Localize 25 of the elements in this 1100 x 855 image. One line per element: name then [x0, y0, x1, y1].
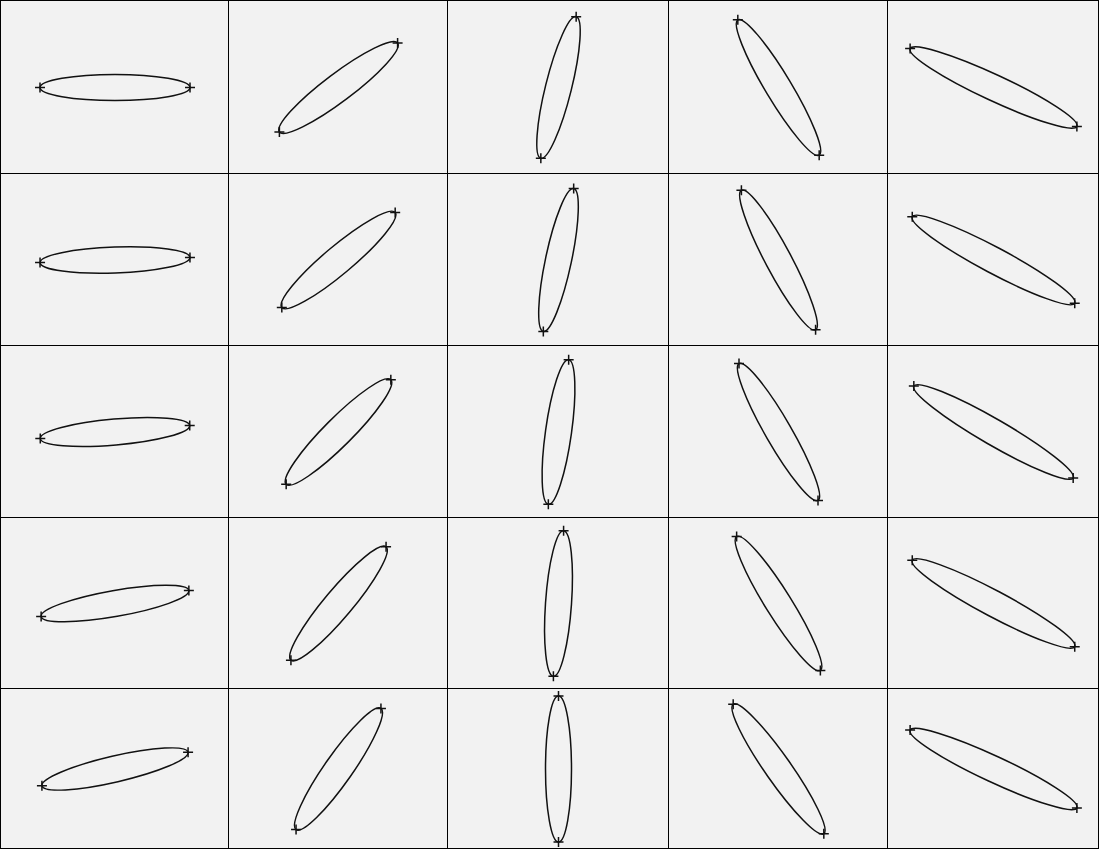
ellipse-with-end-marks [906, 554, 1081, 653]
ellipse-with-end-marks [276, 206, 401, 314]
ellipse-with-end-marks [280, 373, 397, 491]
ellipse-with-end-marks [285, 541, 392, 666]
ellipse-with-end-marks [727, 698, 830, 840]
ellipse-with-end-marks [543, 524, 574, 683]
ellipse-with-end-marks [537, 182, 580, 338]
ellipse-with-end-marks [544, 690, 573, 848]
ellipse-with-end-marks [290, 702, 387, 836]
ellipse-with-end-marks [273, 37, 404, 138]
ellipse-with-end-marks [735, 184, 822, 336]
ellipse-with-end-marks [535, 10, 582, 165]
ellipse-with-end-marks [730, 530, 827, 677]
ellipse-with-end-marks [34, 416, 196, 448]
ellipse-with-end-marks [733, 357, 824, 507]
ellipse-with-end-marks [904, 724, 1083, 814]
ellipse-with-end-marks [732, 14, 825, 161]
ellipse-with-end-marks [34, 246, 196, 274]
ellipse-with-end-marks [34, 73, 196, 102]
ellipse-with-end-marks [541, 353, 576, 511]
ellipse-with-end-marks [906, 211, 1081, 309]
ellipse-with-end-marks [904, 42, 1083, 133]
ellipse-with-end-marks [908, 380, 1079, 484]
ellipse-with-end-marks [36, 746, 194, 792]
ellipse-with-end-marks [35, 584, 195, 623]
